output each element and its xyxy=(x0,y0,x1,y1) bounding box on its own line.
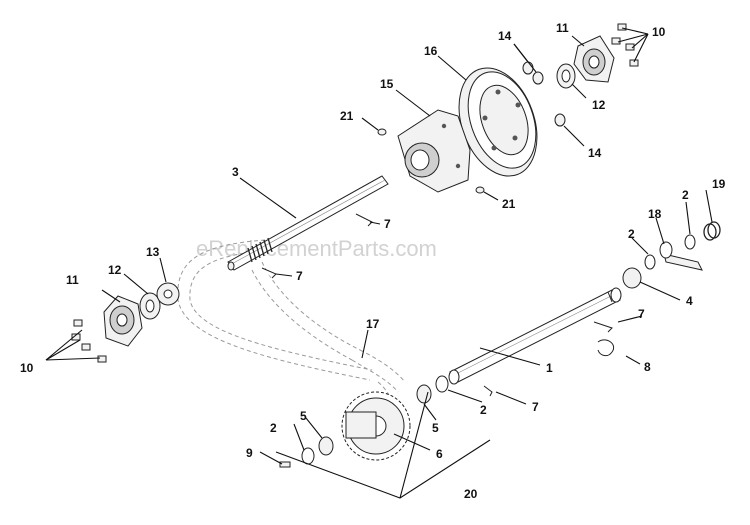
callout-19: 19 xyxy=(712,177,726,191)
callout-10-right: 10 xyxy=(652,25,666,39)
callout-2-center: 2 xyxy=(480,403,487,417)
washer-2-right-b xyxy=(684,234,696,250)
spring-19 xyxy=(703,221,721,241)
screw-9 xyxy=(279,461,291,468)
pin-7-b xyxy=(261,267,277,279)
washer-2-left xyxy=(301,447,315,465)
callout-8: 8 xyxy=(644,360,651,374)
callout-11-left: 11 xyxy=(66,273,79,287)
callout-labels: 1 2 2 2 2 3 4 5 5 6 7 7 7 7 8 9 10 10 11… xyxy=(20,21,726,501)
callout-7-a: 7 xyxy=(384,217,391,231)
callout-3: 3 xyxy=(232,165,239,179)
callout-1: 1 xyxy=(546,361,553,375)
shaft-spring xyxy=(247,237,273,263)
washer-2-right-a xyxy=(644,254,656,270)
callout-18: 18 xyxy=(648,207,662,221)
pin-7-a xyxy=(355,213,373,227)
flange-bearing-lower xyxy=(103,295,143,347)
jack-shaft xyxy=(227,175,389,271)
callout-5-right: 5 xyxy=(432,421,439,435)
callout-2-top: 2 xyxy=(682,188,689,202)
callout-7-d: 7 xyxy=(532,400,539,414)
small-sprocket xyxy=(156,282,180,306)
callout-17: 17 xyxy=(366,317,380,331)
bushing-5-right xyxy=(416,384,432,404)
callout-2-right: 2 xyxy=(628,227,635,241)
callout-7-c: 7 xyxy=(638,307,645,321)
leader-lines xyxy=(45,27,713,499)
bolts-10-lower xyxy=(71,319,107,363)
bearing-upper xyxy=(556,63,576,89)
callout-12-right: 12 xyxy=(592,98,606,112)
washer-2-center xyxy=(435,375,449,393)
callout-2-left: 2 xyxy=(270,421,277,435)
large-sprocket xyxy=(341,391,411,461)
bearing-lower xyxy=(139,292,161,320)
callout-5-left: 5 xyxy=(300,409,307,423)
callout-9: 9 xyxy=(246,446,253,460)
callout-12-left: 12 xyxy=(108,263,122,277)
hairpin-8 xyxy=(597,339,614,357)
watermark: eReplacementParts.com xyxy=(196,236,437,261)
flange-bearing-upper xyxy=(573,35,615,83)
bushing-4 xyxy=(622,267,642,289)
callout-7-b: 7 xyxy=(296,269,303,283)
callout-16: 16 xyxy=(424,44,438,58)
callout-21-bottom: 21 xyxy=(502,197,516,211)
callout-6: 6 xyxy=(436,447,443,461)
callout-14-top: 14 xyxy=(498,29,512,43)
axle-shaft xyxy=(448,287,622,385)
clutch-hub xyxy=(397,109,471,193)
callout-21-top: 21 xyxy=(340,109,354,123)
arm-18 xyxy=(659,241,703,271)
callout-14-bottom: 14 xyxy=(588,146,602,160)
clip-21-upper xyxy=(377,128,387,136)
callout-15: 15 xyxy=(380,77,394,91)
clip-21-lower xyxy=(475,186,485,194)
callout-11-right: 11 xyxy=(556,21,569,35)
callout-13: 13 xyxy=(146,245,160,259)
callout-4: 4 xyxy=(686,294,693,308)
callout-20: 20 xyxy=(464,487,478,501)
pin-7-c xyxy=(593,321,613,333)
callout-10-left: 10 xyxy=(20,361,34,375)
bushing-5-left xyxy=(318,436,334,456)
pulley xyxy=(458,67,538,177)
pin-7-d xyxy=(483,385,493,397)
